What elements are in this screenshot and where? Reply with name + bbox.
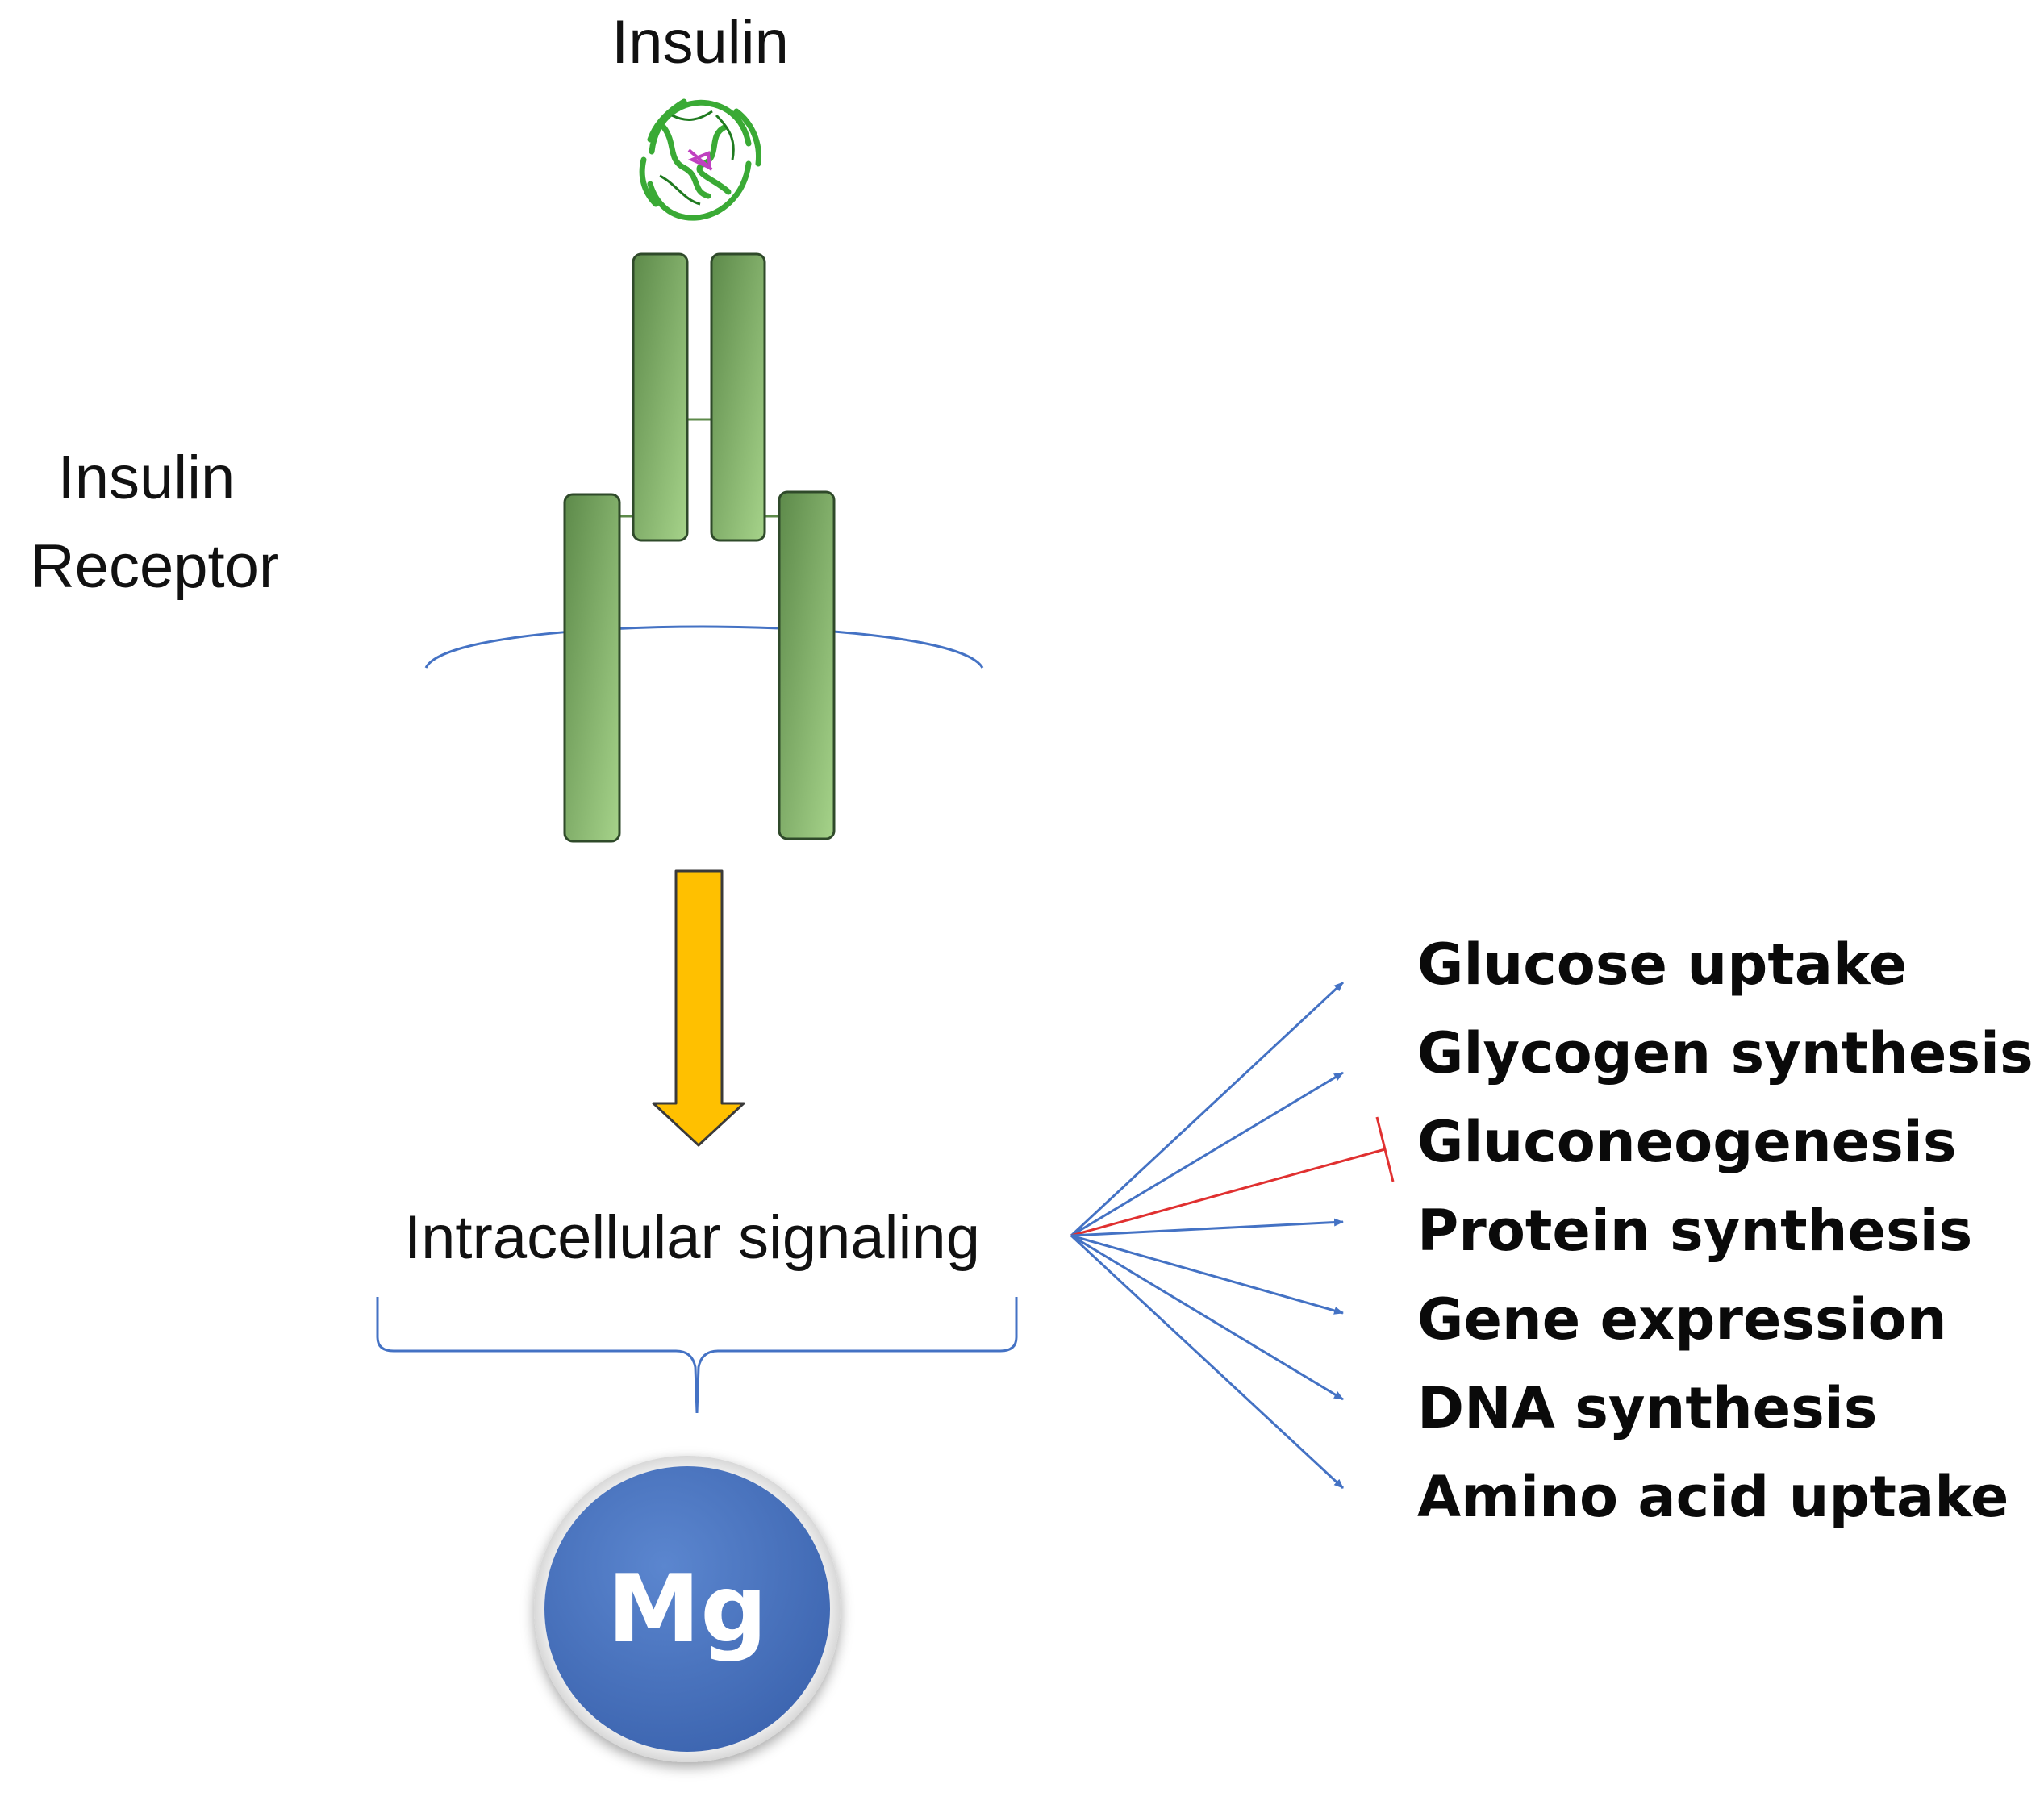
outcome-label: Protein synthesis	[1417, 1198, 1972, 1264]
protein-structure-icon	[636, 95, 765, 224]
inhibit-line	[1070, 1148, 1386, 1237]
signal-down-arrow	[652, 869, 745, 1147]
insulin-label: Insulin	[611, 8, 789, 77]
outcome-label: Amino acid uptake	[1417, 1464, 2009, 1530]
receptor-subunit-alpha-right	[710, 252, 766, 542]
outcome-label: Gene expression	[1417, 1286, 1947, 1353]
mg-label: Mg	[607, 1555, 767, 1664]
cell-membrane	[424, 625, 984, 669]
receptor-subunit-beta-left	[563, 493, 621, 843]
outcome-label: DNA synthesis	[1417, 1375, 1877, 1441]
circle-badge-icon: Mg	[534, 1456, 841, 1762]
receptor-label: Insulin Receptor	[31, 444, 279, 601]
outcome-label: Gluconeogenesis	[1417, 1109, 1957, 1175]
stimulate-arrow	[1070, 1234, 1345, 1490]
effect-arrows	[1070, 981, 1395, 1490]
signaling-label: Intracellular signaling	[404, 1203, 980, 1272]
receptor-label-line2: Receptor	[31, 532, 279, 601]
outcome-label: Glycogen synthesis	[1417, 1020, 2034, 1086]
receptor-subunit-alpha-left	[632, 252, 689, 542]
inhibit-bar	[1375, 1116, 1395, 1182]
receptor-label-line1: Insulin	[58, 444, 236, 512]
insulin-receptor	[563, 252, 836, 843]
stimulate-arrow	[1070, 1071, 1344, 1237]
receptor-subunit-beta-right	[778, 490, 836, 840]
stimulate-arrow	[1070, 1218, 1344, 1237]
signaling-brace	[376, 1297, 1018, 1414]
mg-ion	[544, 1466, 830, 1752]
stimulate-arrow	[1070, 981, 1345, 1237]
stimulate-arrow	[1070, 1234, 1344, 1315]
stimulate-arrow	[1070, 1234, 1344, 1401]
outcome-label: Glucose uptake	[1417, 932, 1907, 998]
receptor-connectors	[619, 418, 779, 518]
